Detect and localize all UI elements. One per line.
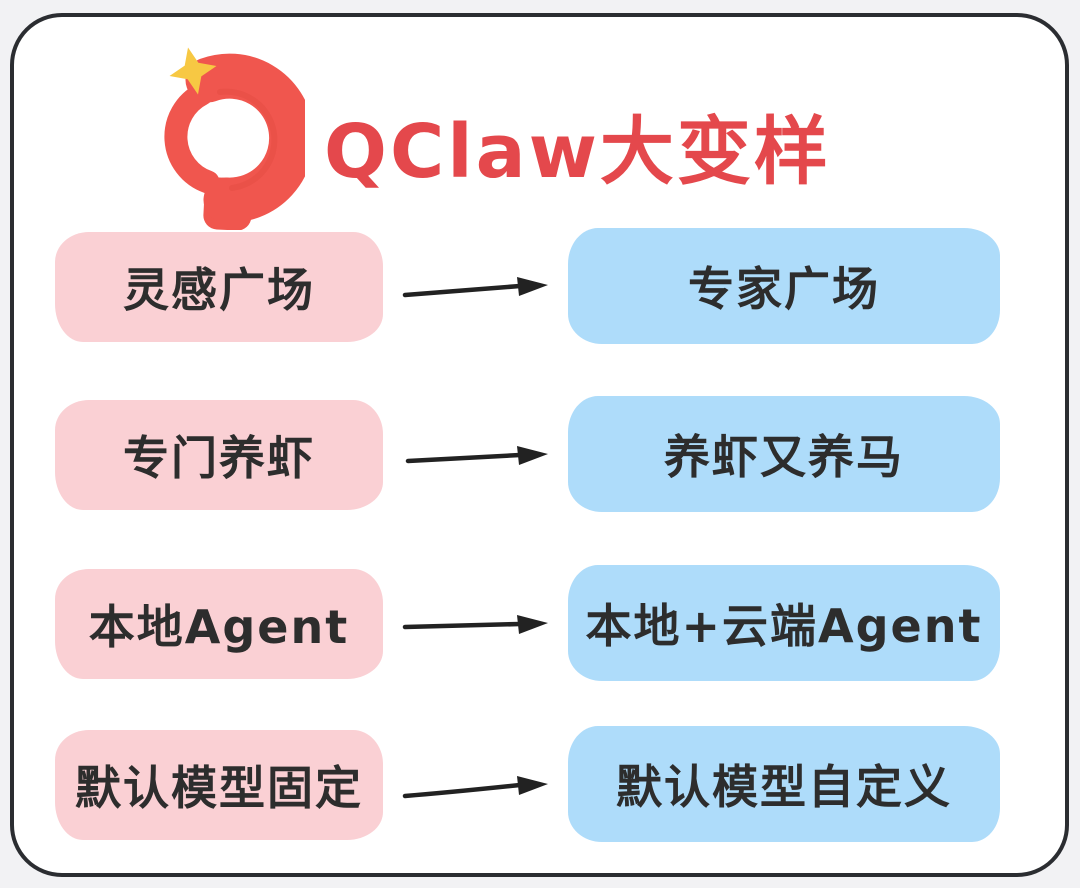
old-feature-pill: 默认模型固定	[55, 730, 383, 840]
claw-shading	[217, 88, 278, 191]
transformation-row: 默认模型固定 默认模型自定义	[0, 726, 1080, 846]
claw-small-pincer	[164, 82, 220, 194]
new-feature-pill: 养虾又养马	[568, 396, 1000, 512]
claw-big-pincer	[185, 53, 305, 223]
new-feature-pill: 本地+云端Agent	[568, 565, 1000, 681]
right-arrow-icon	[402, 776, 548, 799]
new-feature-pill: 专家广场	[568, 228, 1000, 344]
right-arrow-icon	[402, 277, 548, 298]
transformation-row: 灵感广场 专家广场	[0, 228, 1080, 348]
lobster-claw-with-sparkle-icon	[164, 47, 305, 230]
right-arrow-icon	[402, 615, 548, 634]
right-arrow-icon	[405, 446, 548, 465]
transformation-row: 专门养虾 养虾又养马	[0, 396, 1080, 516]
transformation-row: 本地Agent 本地+云端Agent	[0, 565, 1080, 685]
old-feature-pill: 本地Agent	[55, 569, 383, 679]
old-feature-pill: 专门养虾	[55, 400, 383, 510]
sparkle-star-icon	[169, 47, 217, 95]
page-title: QClaw大变样	[324, 108, 831, 195]
old-feature-pill: 灵感广场	[55, 232, 383, 342]
new-feature-pill: 默认模型自定义	[568, 726, 1000, 842]
